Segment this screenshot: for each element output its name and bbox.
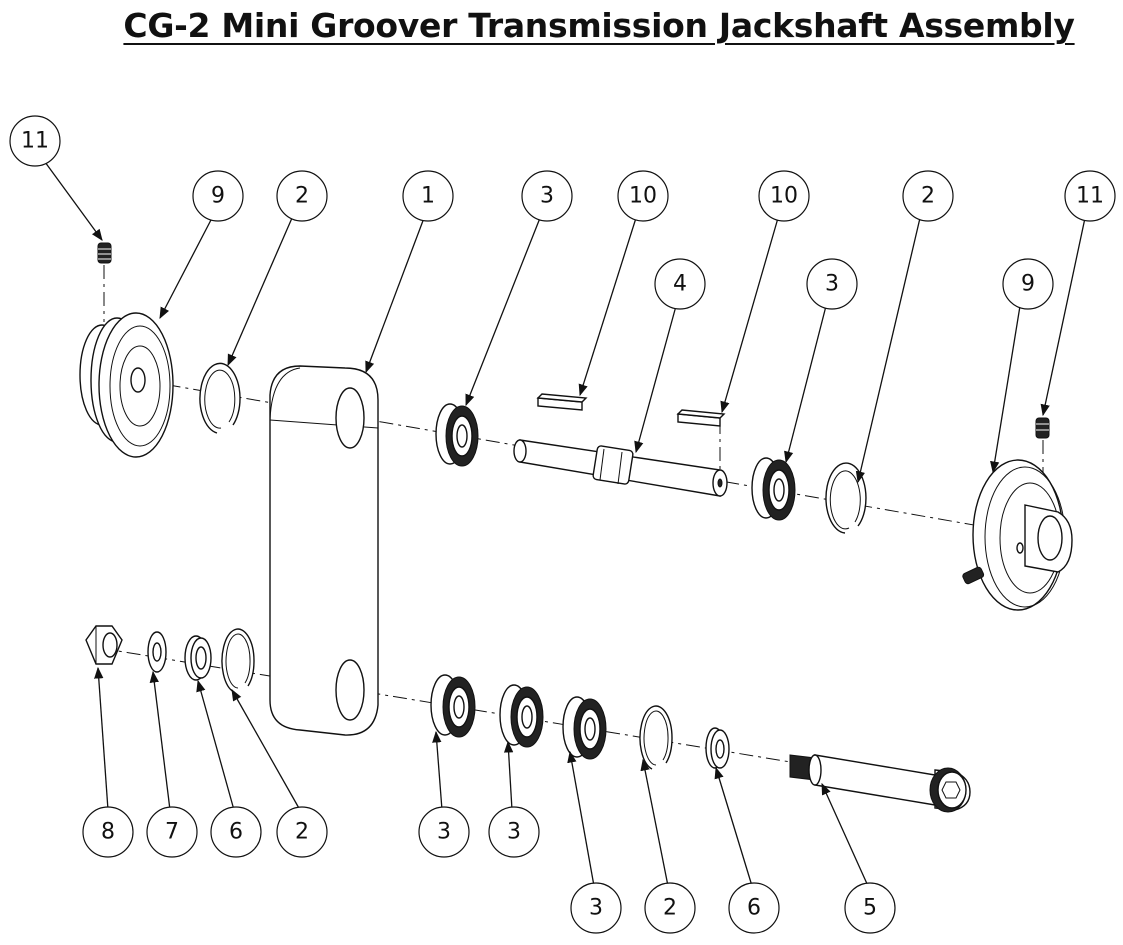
svg-text:9: 9: [211, 184, 225, 209]
bearing-upper-2: [751, 457, 796, 521]
svg-text:10: 10: [629, 184, 657, 209]
callout-5: 5: [844, 882, 896, 934]
callout-3-lower-3: 3: [570, 882, 622, 934]
callout-11-left: 11: [9, 115, 61, 167]
svg-text:6: 6: [229, 820, 243, 845]
shoulder-bolt: [789, 754, 971, 813]
hex-nut: [85, 625, 123, 665]
svg-text:11: 11: [21, 129, 49, 154]
callout-2-upper-left: 2: [276, 170, 328, 222]
callout-8: 8: [82, 806, 134, 858]
callout-9-right: 9: [1002, 258, 1054, 310]
bearing-lower-1: [430, 674, 476, 738]
svg-text:9: 9: [1021, 272, 1035, 297]
jackshaft: [513, 439, 728, 497]
svg-text:11: 11: [1076, 184, 1104, 209]
retaining-ring-lower-right: [639, 705, 673, 770]
callout-10-left: 10: [617, 170, 669, 222]
callout-6-left: 6: [210, 806, 262, 858]
svg-text:2: 2: [295, 184, 309, 209]
svg-text:2: 2: [921, 184, 935, 209]
svg-text:2: 2: [295, 820, 309, 845]
callout-4: 4: [654, 258, 706, 310]
svg-text:3: 3: [589, 896, 603, 921]
callout-11-right: 11: [1064, 170, 1116, 222]
callout-6-right: 6: [728, 882, 780, 934]
bearing-lower-3: [562, 696, 607, 760]
callout-3-upper-right: 3: [806, 258, 858, 310]
retaining-ring-upper-left: [199, 362, 241, 434]
diagram-title: CG-2 Mini Groover Transmission Jackshaft…: [123, 6, 1075, 45]
svg-text:10: 10: [770, 184, 798, 209]
pulley-right: [962, 459, 1073, 611]
flat-washer: [147, 631, 167, 673]
svg-text:7: 7: [165, 820, 179, 845]
spacer-right: [705, 727, 730, 769]
callout-3-lower-1: 3: [418, 806, 470, 858]
arm-link: [269, 365, 379, 736]
callout-2-lower-right: 2: [644, 882, 696, 934]
callout-7: 7: [146, 806, 198, 858]
set-screw-left: [97, 242, 112, 264]
spacer-left: [184, 635, 212, 681]
svg-text:2: 2: [663, 896, 677, 921]
svg-text:4: 4: [673, 272, 687, 297]
key-right: [676, 409, 726, 427]
callout-1: 1: [402, 170, 454, 222]
svg-text:3: 3: [507, 820, 521, 845]
callout-9-left: 9: [192, 170, 244, 222]
bearing-lower-2: [499, 684, 544, 748]
callout-3-lower-2: 3: [488, 806, 540, 858]
key-left: [536, 393, 588, 411]
set-screw-right: [1035, 417, 1050, 439]
leader-lines: [44, 161, 1086, 887]
callout-10-right: 10: [758, 170, 810, 222]
callout-2-upper-right: 2: [902, 170, 954, 222]
svg-text:8: 8: [101, 820, 115, 845]
retaining-ring-lower-left: [221, 628, 255, 693]
svg-text:1: 1: [421, 184, 435, 209]
svg-text:3: 3: [437, 820, 451, 845]
svg-text:3: 3: [540, 184, 554, 209]
bearing-upper-1: [435, 403, 479, 467]
svg-text:3: 3: [825, 272, 839, 297]
svg-text:6: 6: [747, 896, 761, 921]
pulley-left: [79, 312, 174, 458]
callout-2-lower-left: 2: [276, 806, 328, 858]
callout-3-upper-left: 3: [521, 170, 573, 222]
svg-text:5: 5: [863, 896, 877, 921]
